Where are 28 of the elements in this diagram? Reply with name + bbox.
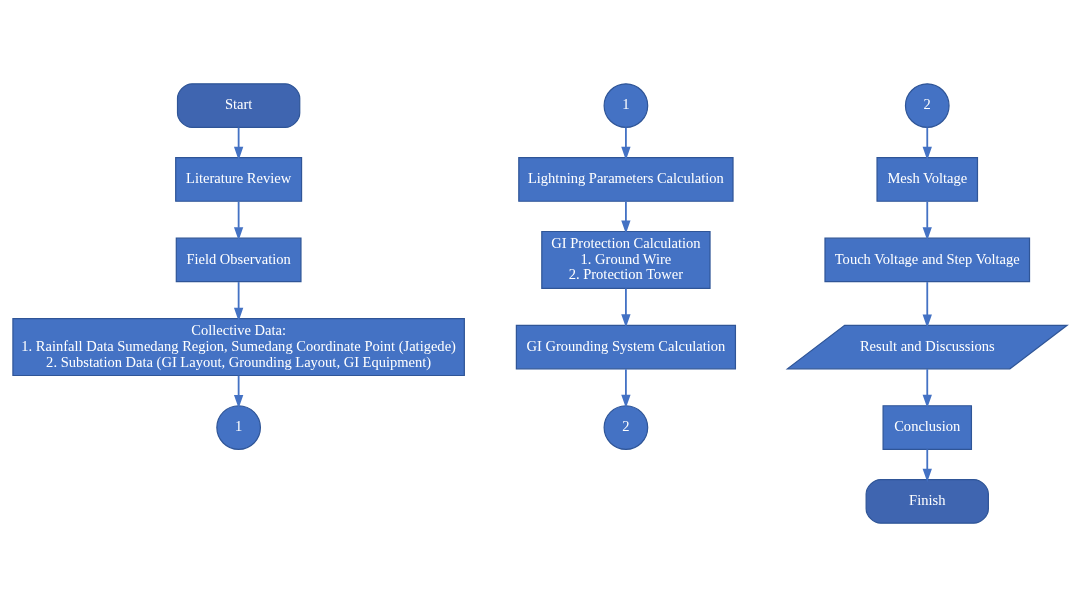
node-circle: 1 [603,82,649,128]
node-box: GI Protection Calculation 1. Ground Wire 2. Protection Tower [541,230,711,289]
arrow [922,448,932,482]
node-box: Start [176,82,301,128]
node-box: Conclusion [882,404,973,450]
arrow [922,280,932,328]
arrow [621,200,631,234]
arrow [922,367,932,408]
arrow [233,374,244,408]
node-box: Mesh Voltage [876,156,979,202]
arrow [233,280,244,321]
node-circle: 2 [904,82,950,128]
node-box: Collective Data: 1. Rainfall Data Sumedang Region, Sumedang Coordinate Point (Jatigede) 2. Substation Data (GI Layout, Grounding Layout, GI Equipment) [12,317,465,376]
arrow [621,126,631,160]
node-box: GI Grounding System Calculation [515,324,737,369]
arrow [621,287,631,328]
node-box: Touch Voltage and Step Voltage [824,237,1031,282]
arrow [233,200,244,240]
node-circle: 2 [603,404,649,450]
node-circle: 1 [216,404,262,450]
node-box: Literature Review [175,156,303,202]
arrow [922,200,932,240]
node-box: Field Observation [175,237,302,282]
arrow [621,367,631,408]
node-box: Lightning Parameters Calculation [518,156,734,202]
node-box: Finish [865,478,989,524]
arrow [922,126,932,160]
arrow [233,126,244,160]
